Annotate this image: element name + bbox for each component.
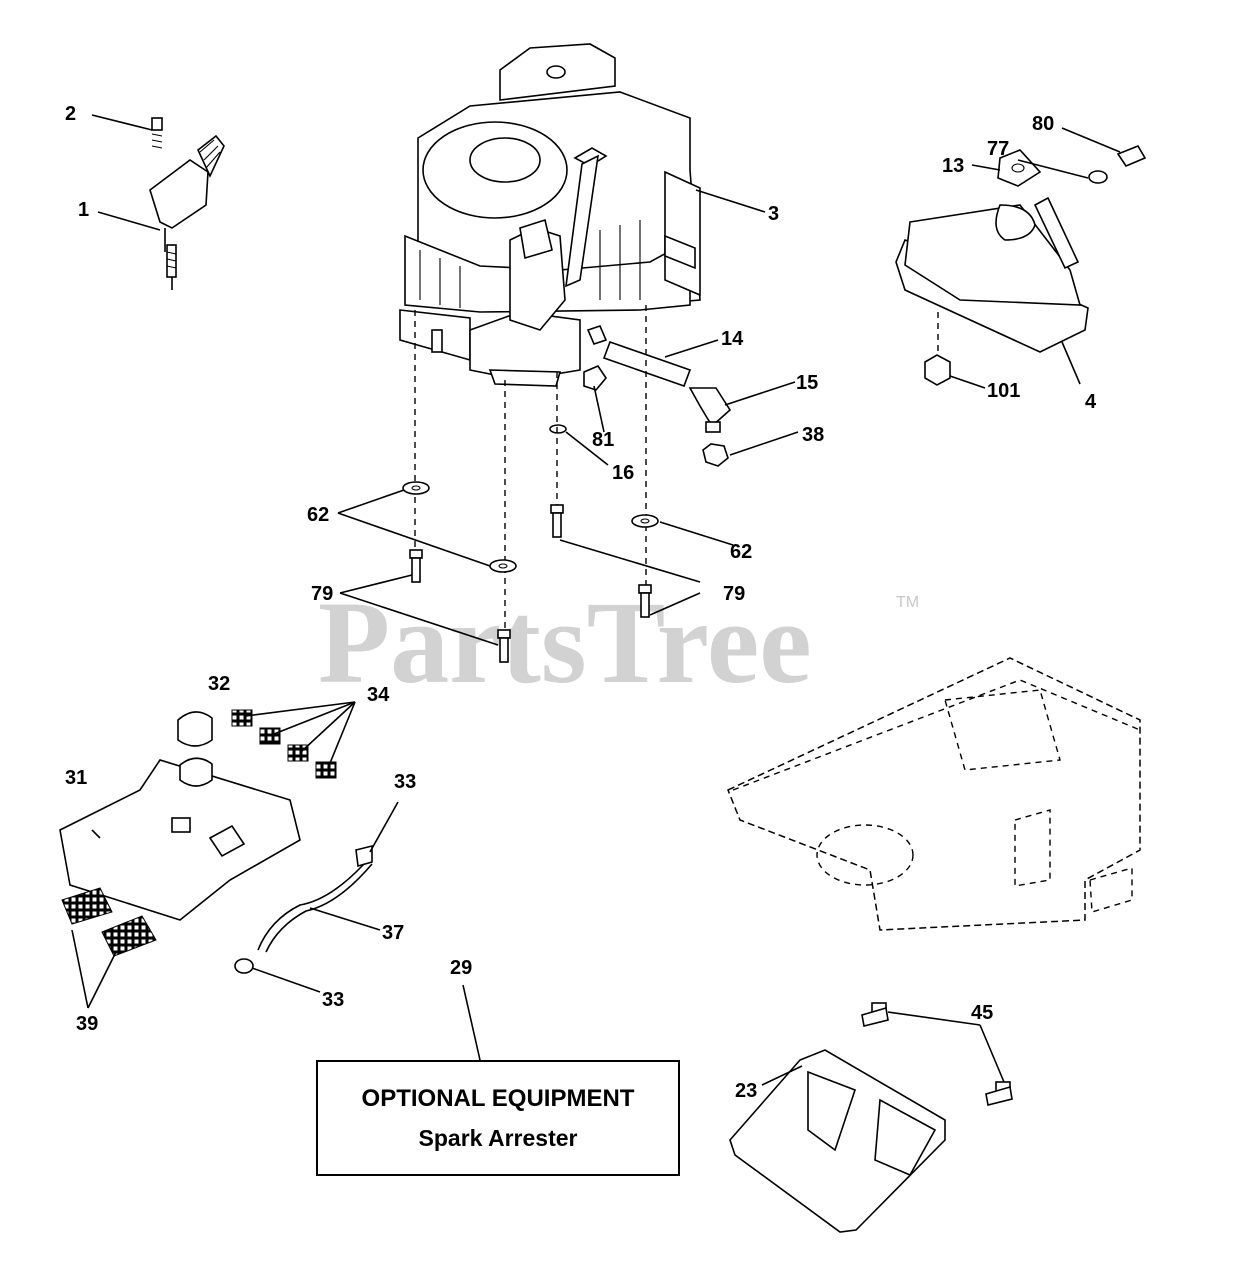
callout-33-bottom: 33 bbox=[322, 989, 344, 1011]
callout-81: 81 bbox=[592, 429, 614, 451]
callout-31: 31 bbox=[65, 767, 87, 789]
callout-16: 16 bbox=[612, 462, 634, 484]
callout-38: 38 bbox=[802, 424, 824, 446]
throttle-control-part bbox=[149, 117, 225, 290]
callout-29: 29 bbox=[450, 957, 472, 979]
spark-arrester-label: Spark Arrester bbox=[418, 1124, 578, 1151]
muffler-part bbox=[895, 145, 1147, 386]
watermark: PartsTree TM bbox=[318, 577, 919, 708]
callout-3: 3 bbox=[768, 203, 779, 225]
watermark-text: PartsTree bbox=[318, 577, 812, 708]
callout-1: 1 bbox=[78, 199, 89, 221]
callout-45: 45 bbox=[971, 1002, 993, 1024]
callout-77: 77 bbox=[987, 138, 1009, 160]
optional-equipment-box: OPTIONAL EQUIPMENT Spark Arrester bbox=[316, 1060, 680, 1176]
callout-34: 34 bbox=[367, 684, 390, 706]
callout-79-right: 79 bbox=[723, 583, 745, 605]
callout-62-right: 62 bbox=[730, 541, 752, 563]
callout-4: 4 bbox=[1085, 391, 1097, 413]
callout-32: 32 bbox=[208, 673, 230, 695]
fuel-fittings-part bbox=[549, 325, 732, 467]
spark-arrester-kit-part bbox=[59, 709, 373, 974]
callout-23: 23 bbox=[735, 1080, 757, 1102]
callout-14: 14 bbox=[721, 328, 744, 350]
heat-shield-part bbox=[729, 1002, 1013, 1233]
frame-part bbox=[727, 657, 1141, 931]
callout-62-left: 62 bbox=[307, 504, 329, 526]
watermark-trademark: TM bbox=[896, 594, 919, 611]
callout-37: 37 bbox=[382, 922, 404, 944]
callout-labels: 2 1 3 14 15 81 16 38 62 62 79 79 80 77 1… bbox=[65, 103, 1097, 1102]
callout-13: 13 bbox=[942, 155, 964, 177]
engine-part bbox=[399, 43, 701, 387]
callout-2: 2 bbox=[65, 103, 76, 125]
callout-39: 39 bbox=[76, 1013, 98, 1035]
callout-leaders bbox=[71, 114, 1121, 1086]
callout-79-left: 79 bbox=[311, 583, 333, 605]
callout-101: 101 bbox=[987, 380, 1020, 402]
washers-and-bolts-part bbox=[402, 481, 659, 663]
callout-80: 80 bbox=[1032, 113, 1054, 135]
callout-33-top: 33 bbox=[394, 771, 416, 793]
optional-equipment-title: OPTIONAL EQUIPMENT bbox=[361, 1084, 635, 1112]
callout-15: 15 bbox=[796, 372, 818, 394]
